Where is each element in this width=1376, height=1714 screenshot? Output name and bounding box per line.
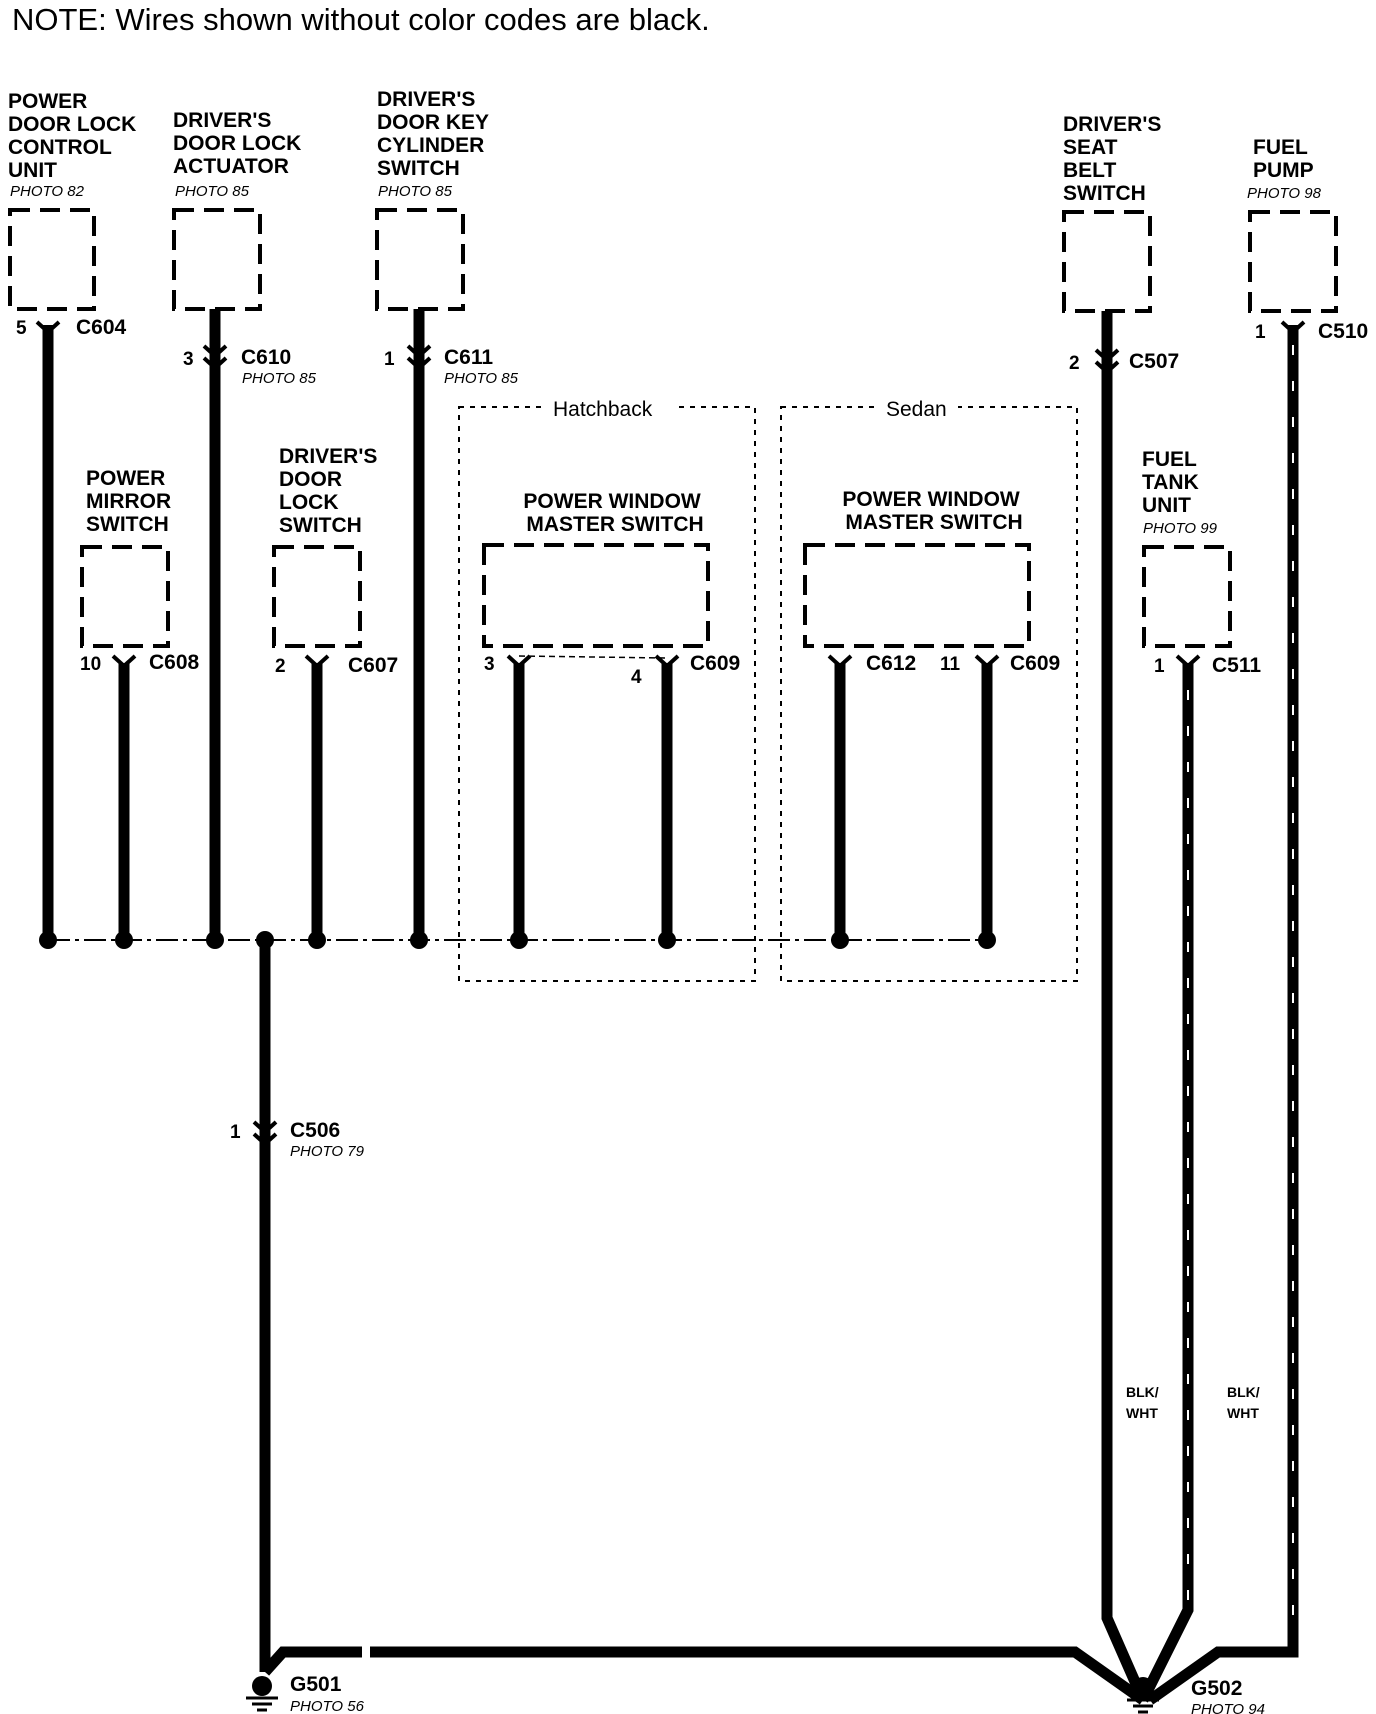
splice-dot <box>39 931 57 949</box>
wire-g501-g502 <box>370 1646 1147 1705</box>
pdl-control-unit-box <box>8 208 96 311</box>
splice-dot <box>510 931 528 949</box>
pin-c609-3: 3 <box>484 654 495 675</box>
fuel-tank-unit-photo: PHOTO 99 <box>1143 520 1218 537</box>
door-lock-actuator-photo: PHOTO 85 <box>175 183 250 200</box>
pin-c604: 5 <box>16 318 27 339</box>
fuel-pump-photo: PHOTO 98 <box>1247 185 1322 202</box>
sedan-region-label: Sedan <box>886 398 947 421</box>
connector-c611-icon <box>406 344 432 371</box>
ground-g502-label: G502 <box>1191 1677 1242 1700</box>
connector-c611-photo: PHOTO 85 <box>444 370 519 387</box>
wire-c510 <box>1146 325 1299 1705</box>
splice-dot <box>658 931 676 949</box>
connector-c510-label: C510 <box>1318 320 1368 343</box>
wires <box>42 309 1299 1705</box>
wire-color-fuel-pump: BLK/ WHT <box>1227 1384 1264 1421</box>
connector-c611-label: C611 <box>444 346 493 369</box>
ground-g501-icon <box>246 1676 278 1712</box>
pin-c511: 1 <box>1154 656 1165 677</box>
connector-c610-icon <box>202 344 228 371</box>
connector-c607-icon <box>304 654 330 669</box>
pin-c607: 2 <box>275 656 286 677</box>
key-cylinder-switch-box <box>375 208 465 311</box>
pin-c609-11: 11 <box>940 654 961 675</box>
hatchback-region-label: Hatchback <box>553 398 653 421</box>
pw-master-hatchback-label: POWER WINDOW MASTER SWITCH <box>523 490 706 536</box>
seat-belt-switch-box <box>1062 210 1152 313</box>
fuel-pump-label: FUEL PUMP <box>1253 136 1314 182</box>
splices <box>39 931 996 949</box>
splice-dot <box>308 931 326 949</box>
splice-dot <box>831 931 849 949</box>
connector-c609-pin3-icon <box>506 654 532 669</box>
connector-c609-hatchback-label: C609 <box>690 652 740 675</box>
connector-c609-pin4-icon <box>654 654 680 669</box>
connector-c506-icon <box>252 1120 278 1147</box>
pin-c510: 1 <box>1255 322 1266 343</box>
splice-dot <box>978 931 996 949</box>
door-lock-switch-label: DRIVER'S DOOR LOCK SWITCH <box>279 445 383 537</box>
fuel-pump-box <box>1248 210 1338 313</box>
connector-c604-icon <box>35 320 61 335</box>
power-mirror-switch-box <box>80 545 170 648</box>
power-mirror-switch-label: POWER MIRROR SWITCH <box>86 467 177 536</box>
wire-c511 <box>1138 663 1194 1703</box>
connector-c510-icon <box>1280 320 1306 335</box>
pdl-control-unit-label: POWER DOOR LOCK CONTROL UNIT <box>8 90 142 182</box>
connector-c612-icon <box>827 654 853 669</box>
connector-c511-icon <box>1175 654 1201 669</box>
pin-c611: 1 <box>384 349 395 370</box>
key-cylinder-switch-label: DRIVER'S DOOR KEY CYLINDER SWITCH <box>377 88 494 180</box>
pin-c506: 1 <box>230 1122 241 1143</box>
diagram-note: NOTE: Wires shown without color codes ar… <box>12 2 710 37</box>
pw-master-sedan-box <box>803 543 1031 648</box>
connector-c507-icon <box>1094 348 1120 375</box>
ground-g502-icon <box>1127 1677 1159 1714</box>
fuel-tank-unit-box <box>1142 545 1232 648</box>
fuel-tank-unit-label: FUEL TANK UNIT <box>1142 448 1205 517</box>
connector-c604-label: C604 <box>76 316 127 339</box>
ground-g502-photo: PHOTO 94 <box>1191 1701 1265 1714</box>
ground-g501-photo: PHOTO 56 <box>290 1698 365 1714</box>
pin-c609-4: 4 <box>631 667 642 688</box>
wire-c507 <box>1101 311 1149 1703</box>
door-lock-switch-box <box>272 545 362 648</box>
splice-dot <box>115 931 133 949</box>
connector-c609-sedan-label: C609 <box>1010 652 1060 675</box>
connector-c609-sedan-icon <box>974 654 1000 669</box>
pin-c507: 2 <box>1069 353 1080 374</box>
pw-master-sedan-label: POWER WINDOW MASTER SWITCH <box>842 488 1025 534</box>
connector-c506-label: C506 <box>290 1119 340 1142</box>
ground-g501-label: G501 <box>290 1673 342 1696</box>
key-cylinder-switch-photo: PHOTO 85 <box>378 183 453 200</box>
splice-dot <box>256 931 274 949</box>
hatchback-pin-link <box>518 655 668 659</box>
pin-c610: 3 <box>183 349 194 370</box>
connector-c511-label: C511 <box>1212 654 1261 677</box>
connector-c610-label: C610 <box>241 346 291 369</box>
connector-c608-icon <box>111 654 137 669</box>
door-lock-actuator-label: DRIVER'S DOOR LOCK ACTUATOR <box>173 109 307 178</box>
connector-symbols <box>35 320 1306 1147</box>
wire-color-fuel-tank: BLK/ WHT <box>1126 1384 1163 1421</box>
door-lock-actuator-box <box>172 208 262 311</box>
connector-c607-label: C607 <box>348 654 398 677</box>
connector-c507-label: C507 <box>1129 350 1179 373</box>
seat-belt-switch-label: DRIVER'S SEAT BELT SWITCH <box>1063 113 1167 205</box>
connector-c608-label: C608 <box>149 651 200 674</box>
pw-master-hatchback-box <box>482 543 710 648</box>
splice-dot <box>206 931 224 949</box>
splice-dot <box>410 931 428 949</box>
pdl-control-unit-photo: PHOTO 82 <box>10 183 85 200</box>
connector-c612-label: C612 <box>866 652 916 675</box>
wire-g501-stub <box>260 1646 362 1676</box>
connector-c506-photo: PHOTO 79 <box>290 1143 365 1160</box>
pin-c608: 10 <box>80 654 101 675</box>
connector-c610-photo: PHOTO 85 <box>242 370 317 387</box>
